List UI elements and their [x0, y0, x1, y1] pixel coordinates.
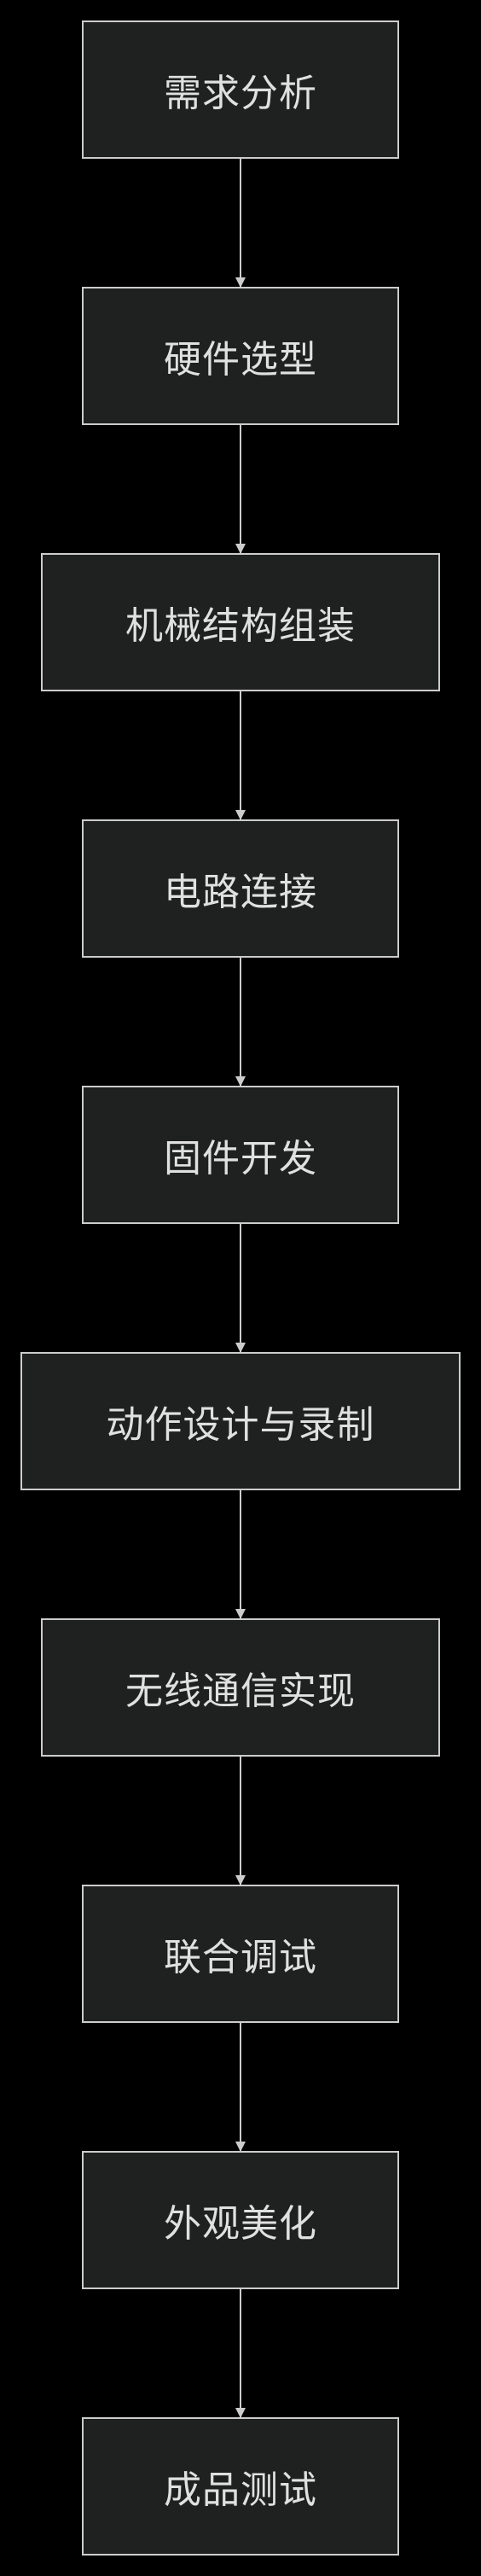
flow-node-firmware-development: 固件开发 [82, 1086, 399, 1224]
flow-node-wireless-communication: 无线通信实现 [41, 1618, 440, 1757]
flow-node-label: 无线通信实现 [125, 1670, 356, 1713]
flow-node-appearance-beautification: 外观美化 [82, 2151, 399, 2289]
flow-node-mechanical-assembly: 机械结构组装 [41, 553, 440, 691]
flow-node-joint-debugging: 联合调试 [82, 1885, 399, 2023]
flow-node-hardware-selection: 硬件选型 [82, 287, 399, 425]
flow-node-label: 硬件选型 [164, 338, 317, 382]
flow-node-motion-design-recording: 动作设计与录制 [20, 1352, 461, 1490]
flow-node-label: 固件开发 [164, 1137, 317, 1180]
flow-node-label: 联合调试 [164, 1936, 317, 1979]
flow-node-label: 机械结构组装 [125, 604, 356, 648]
flow-node-label: 电路连接 [164, 871, 317, 914]
flow-node-label: 动作设计与录制 [106, 1403, 375, 1447]
flow-node-label: 成品测试 [164, 2468, 317, 2512]
flow-node-circuit-connection: 电路连接 [82, 819, 399, 958]
flow-node-requirements-analysis: 需求分析 [82, 20, 399, 159]
flow-node-final-testing: 成品测试 [82, 2417, 399, 2556]
flow-node-label: 外观美化 [164, 2202, 317, 2246]
flow-node-label: 需求分析 [164, 72, 317, 115]
